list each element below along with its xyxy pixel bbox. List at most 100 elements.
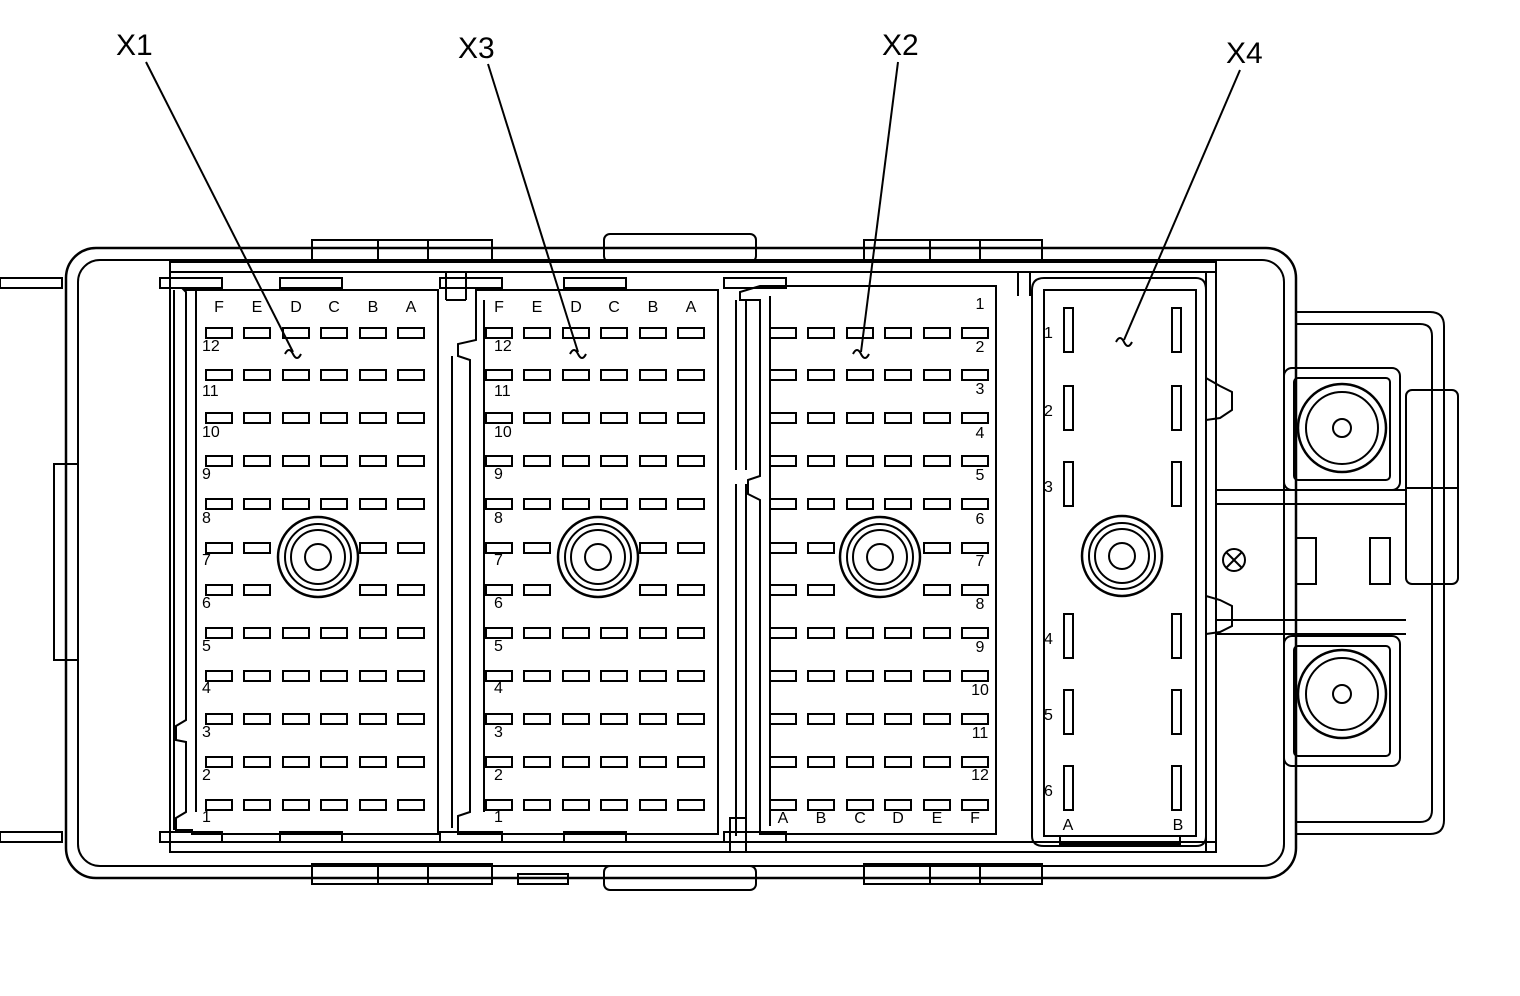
cavity-x3 — [600, 412, 628, 424]
cavity-x1 — [282, 799, 310, 811]
row-label: 10 — [494, 424, 512, 441]
connector-x3-body — [457, 289, 719, 835]
row-label: 6 — [202, 595, 211, 612]
row-label: 8 — [494, 510, 503, 527]
connector-x1-key-mark — [284, 349, 302, 359]
cavity-x3 — [677, 327, 705, 339]
cavity-x1 — [397, 542, 425, 554]
cavity-x1 — [205, 369, 233, 381]
cavity-x1 — [397, 627, 425, 639]
cavity-x2 — [846, 327, 874, 339]
cavity-x1 — [397, 799, 425, 811]
cavity-x2 — [769, 713, 797, 725]
row-label: 3 — [976, 381, 985, 398]
cavity-x1 — [243, 756, 271, 768]
cavity-x3 — [677, 756, 705, 768]
cavity-x3 — [523, 412, 551, 424]
cavity-x1 — [320, 627, 348, 639]
row-label: 2 — [1044, 403, 1053, 420]
cavity-x3 — [485, 369, 513, 381]
row-label: 7 — [202, 552, 211, 569]
connector-x4-key-mark — [1115, 337, 1133, 347]
cavity-x3 — [485, 455, 513, 467]
connector-x4-body — [1031, 277, 1233, 847]
cavity-x2 — [769, 542, 797, 554]
cavity-x2 — [769, 799, 797, 811]
cavity-x2 — [769, 756, 797, 768]
cavity-x1 — [282, 670, 310, 682]
cavity-x3 — [562, 412, 590, 424]
cavity-x3 — [523, 713, 551, 725]
cavity-x3 — [639, 498, 667, 510]
cavity-x2 — [961, 713, 989, 725]
row-label: 5 — [976, 467, 985, 484]
cavity-x3 — [600, 799, 628, 811]
cavity-x1 — [205, 627, 233, 639]
cavity-x1 — [397, 412, 425, 424]
cavity-x3 — [600, 713, 628, 725]
cavity-x1 — [243, 412, 271, 424]
cavity-x3 — [523, 799, 551, 811]
row-label: 12 — [202, 338, 220, 355]
cavity-x3 — [600, 369, 628, 381]
cavity-x1 — [243, 584, 271, 596]
column-label: D — [570, 299, 582, 316]
cavity-x2 — [769, 455, 797, 467]
cavity-x2 — [846, 670, 874, 682]
cavity-x3 — [677, 627, 705, 639]
relay-cavity-area — [1216, 311, 1459, 835]
cavity-x1 — [243, 498, 271, 510]
cavity-x1 — [320, 756, 348, 768]
cavity-x3 — [677, 584, 705, 596]
connector-x3-hub — [556, 515, 640, 599]
cavity-x2 — [846, 756, 874, 768]
cavity-x2 — [846, 455, 874, 467]
cavity-x3 — [677, 670, 705, 682]
cavity-x1 — [243, 369, 271, 381]
cavity-x1 — [282, 455, 310, 467]
cavity-x2 — [923, 542, 951, 554]
cavity-x1 — [320, 498, 348, 510]
terminal-x4-a — [1063, 461, 1074, 507]
connector-x2-hub — [838, 515, 922, 599]
cavity-x3 — [485, 542, 513, 554]
cavity-x2 — [769, 498, 797, 510]
cavity-x1 — [359, 498, 387, 510]
cavity-x1 — [397, 498, 425, 510]
cavity-x1 — [359, 670, 387, 682]
cavity-x3 — [485, 412, 513, 424]
cavity-x3 — [523, 584, 551, 596]
cavity-x2 — [846, 799, 874, 811]
row-label: 2 — [494, 767, 503, 784]
cavity-x2 — [923, 327, 951, 339]
row-label: 5 — [202, 638, 211, 655]
cavity-x3 — [600, 498, 628, 510]
cavity-x2 — [923, 799, 951, 811]
cavity-x1 — [282, 756, 310, 768]
cavity-x3 — [562, 455, 590, 467]
row-label: 6 — [976, 511, 985, 528]
cavity-x1 — [282, 498, 310, 510]
leader-lines — [145, 61, 1241, 353]
cavity-x2 — [961, 369, 989, 381]
row-label: 10 — [971, 682, 989, 699]
cavity-x1 — [397, 713, 425, 725]
cavity-x3 — [677, 799, 705, 811]
cavity-x2 — [884, 670, 912, 682]
column-label: B — [816, 810, 827, 827]
terminal-x4-a — [1063, 765, 1074, 811]
cavity-x2 — [961, 584, 989, 596]
cavity-x2 — [884, 369, 912, 381]
cavity-x1 — [205, 412, 233, 424]
cavity-x3 — [562, 713, 590, 725]
cavity-x3 — [523, 756, 551, 768]
connector-x1-body — [175, 289, 439, 835]
cavity-x2 — [807, 670, 835, 682]
cavity-x1 — [359, 455, 387, 467]
cavity-x3 — [677, 455, 705, 467]
cavity-x2 — [923, 713, 951, 725]
cavity-x1 — [320, 455, 348, 467]
cavity-x3 — [677, 498, 705, 510]
cavity-x1 — [397, 670, 425, 682]
